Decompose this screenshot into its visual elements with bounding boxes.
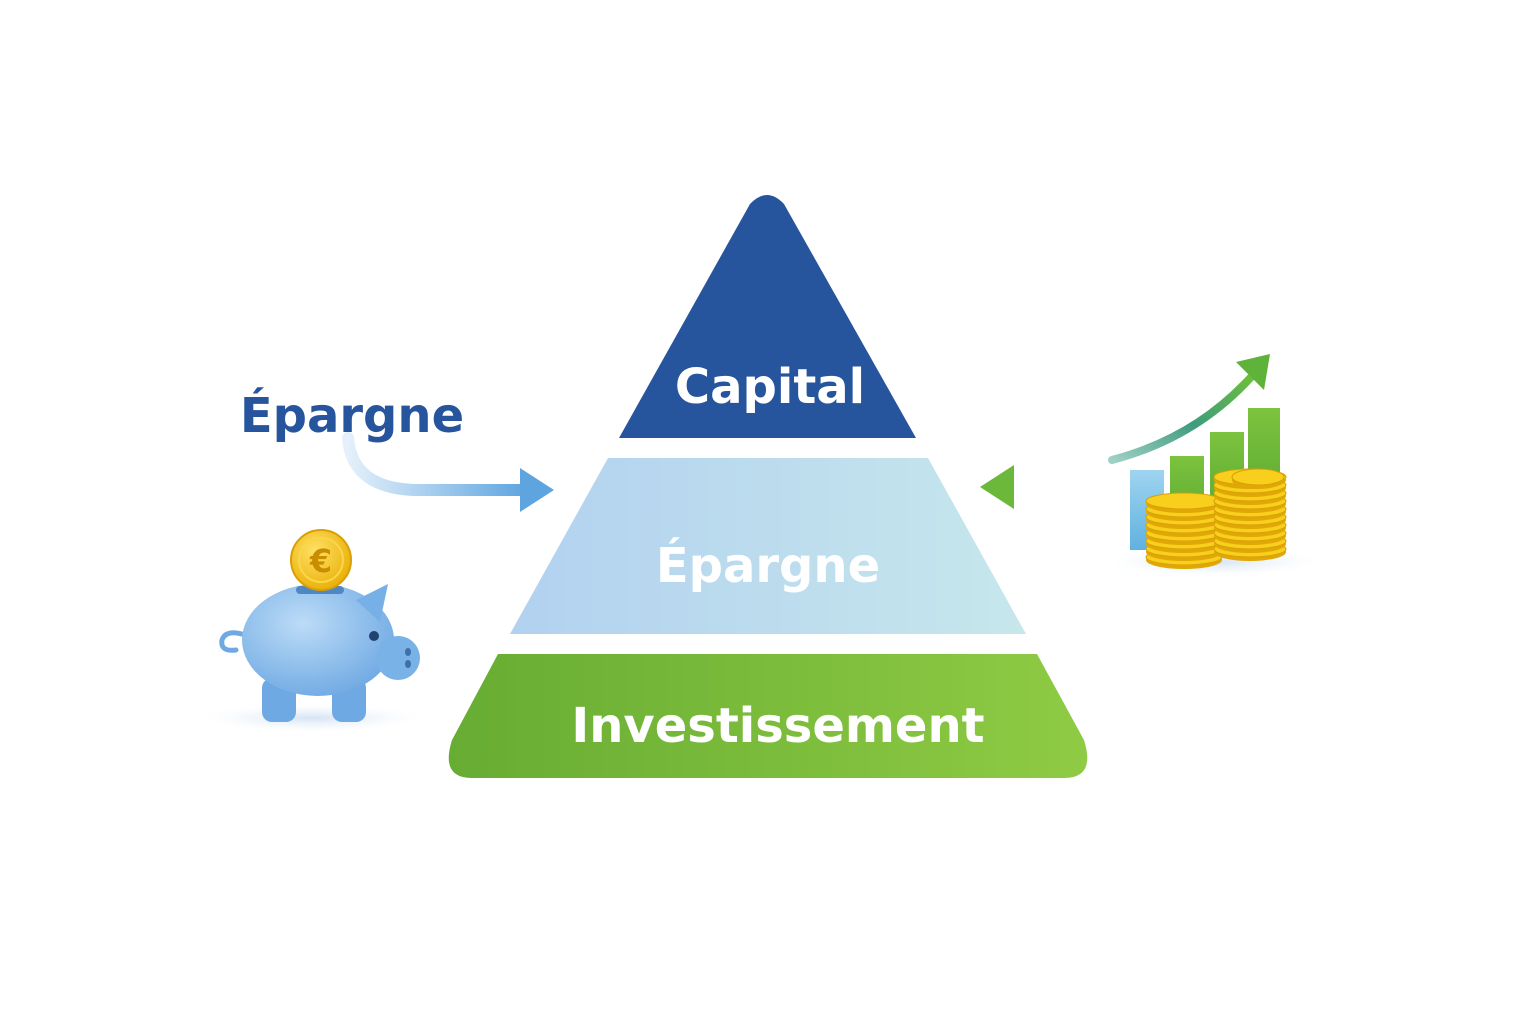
left-cluster: Épargne € bbox=[204, 387, 554, 732]
coin-symbol: € bbox=[309, 542, 332, 580]
tier-epargne bbox=[510, 458, 1026, 634]
right-cluster bbox=[980, 354, 1318, 576]
pyramid: Capital Épargne Investissement bbox=[448, 195, 1088, 778]
arrow-right-icon bbox=[342, 432, 554, 512]
coin-face bbox=[1231, 468, 1285, 486]
tier-capital bbox=[619, 195, 916, 438]
tier-label-epargne: Épargne bbox=[656, 537, 880, 594]
arrow-left-icon bbox=[980, 465, 1124, 509]
trend-arrow-icon bbox=[1108, 354, 1270, 464]
tier-label-capital: Capital bbox=[675, 359, 865, 415]
euro-coin-icon: € bbox=[290, 529, 352, 591]
piggy-bank-icon bbox=[204, 584, 420, 732]
coin-stack bbox=[1145, 492, 1223, 569]
coin-stack bbox=[1231, 468, 1285, 489]
coin-stacks-icon bbox=[1145, 468, 1287, 569]
tier-investissement bbox=[448, 654, 1088, 778]
coin-face bbox=[1145, 492, 1223, 510]
tier-label-investissement: Investissement bbox=[571, 698, 984, 754]
